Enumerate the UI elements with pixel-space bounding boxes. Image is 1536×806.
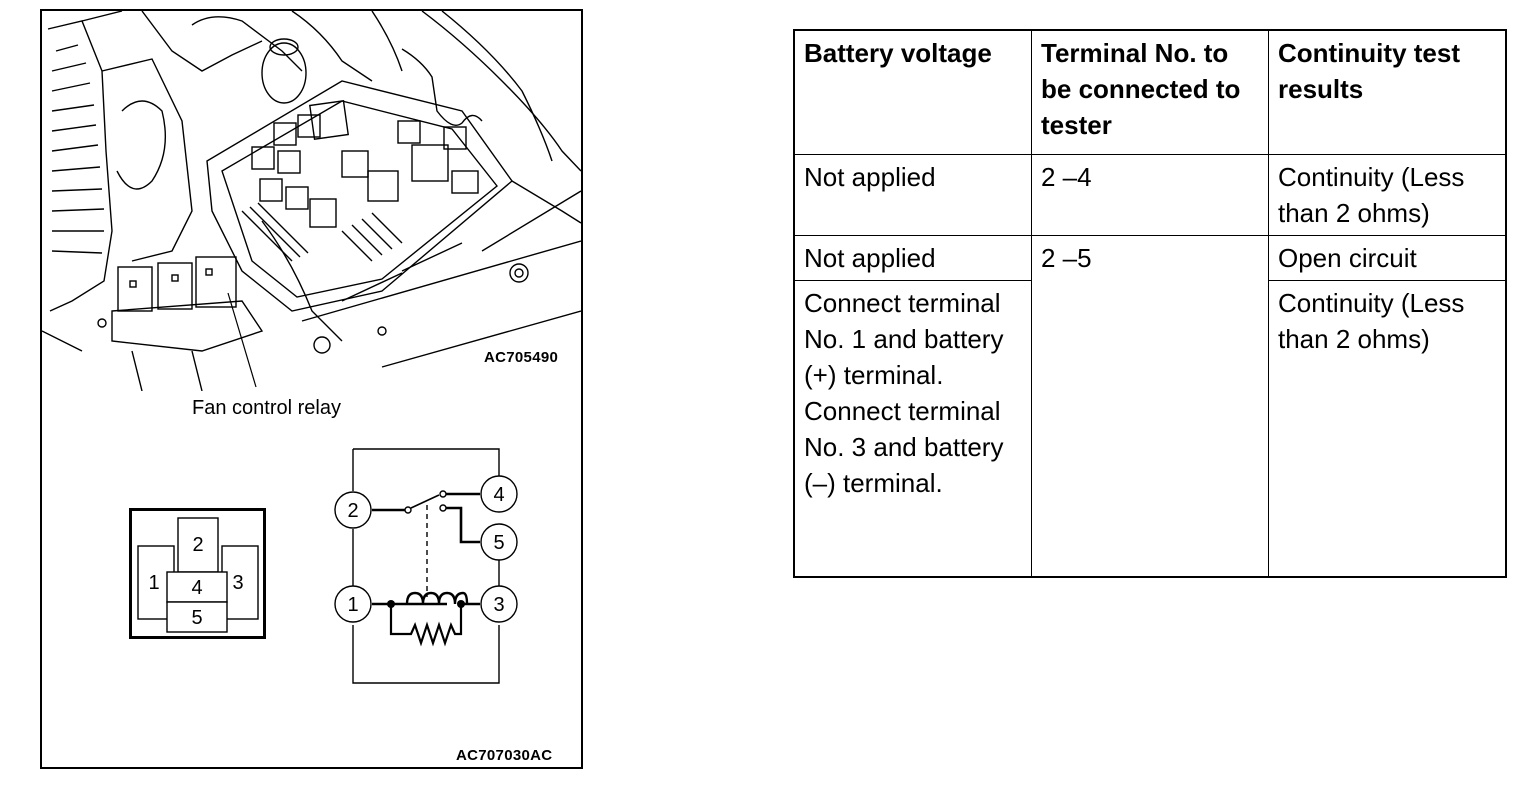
- pin-label: 3: [232, 572, 243, 594]
- relay-terminal-layout: 2 1 4 3 5: [129, 508, 266, 639]
- table-row: Not applied 2 –4 Continuity (Less than 2…: [793, 154, 1507, 236]
- cell-voltage: Not applied: [793, 154, 1032, 236]
- cell-result: Continuity (Less than 2 ohms): [1268, 154, 1507, 236]
- cell-terminals: 2 –4: [1031, 154, 1269, 236]
- figure-panel: AC705490 Fan control relay 2 1 4 3 5: [40, 9, 583, 769]
- table-row: Connect terminal No. 1 and battery (+) t…: [793, 280, 1507, 577]
- cell-result: Open circuit: [1268, 235, 1507, 281]
- relay-circuit-schematic: 2 4 5 1 3: [334, 448, 518, 684]
- relay-callout-label: Fan control relay: [192, 397, 341, 419]
- pin-label: 5: [191, 607, 202, 629]
- pin-label: 1: [148, 572, 159, 594]
- terminal-label: 2: [347, 500, 358, 522]
- header-battery-voltage: Battery voltage: [793, 29, 1032, 155]
- engine-bay-illustration: [42, 11, 581, 391]
- header-continuity-result: Continuity test results: [1268, 29, 1507, 155]
- cell-voltage: Connect terminal No. 1 and battery (+) t…: [793, 280, 1032, 577]
- continuity-spec-table: Battery voltage Terminal No. to be conne…: [793, 29, 1507, 578]
- pin-label: 2: [192, 534, 203, 556]
- pin-label: 4: [191, 577, 202, 599]
- cell-result: Continuity (Less than 2 ohms): [1268, 280, 1507, 577]
- cell-voltage: Not applied: [793, 235, 1032, 281]
- photo-reference-id: AC705490: [484, 349, 559, 366]
- header-terminal-no: Terminal No. to be connected to tester: [1031, 29, 1269, 155]
- diagram-reference-id: AC707030AC: [456, 747, 553, 764]
- table-row: Not applied 2 –5 Open circuit: [793, 235, 1507, 577]
- table-header-row: Battery voltage Terminal No. to be conne…: [793, 29, 1507, 155]
- terminal-label: 3: [493, 594, 504, 616]
- cell-terminals: 2 –5: [1031, 235, 1269, 577]
- terminal-label: 4: [493, 484, 504, 506]
- terminal-label: 5: [493, 532, 504, 554]
- terminal-label: 1: [347, 594, 358, 616]
